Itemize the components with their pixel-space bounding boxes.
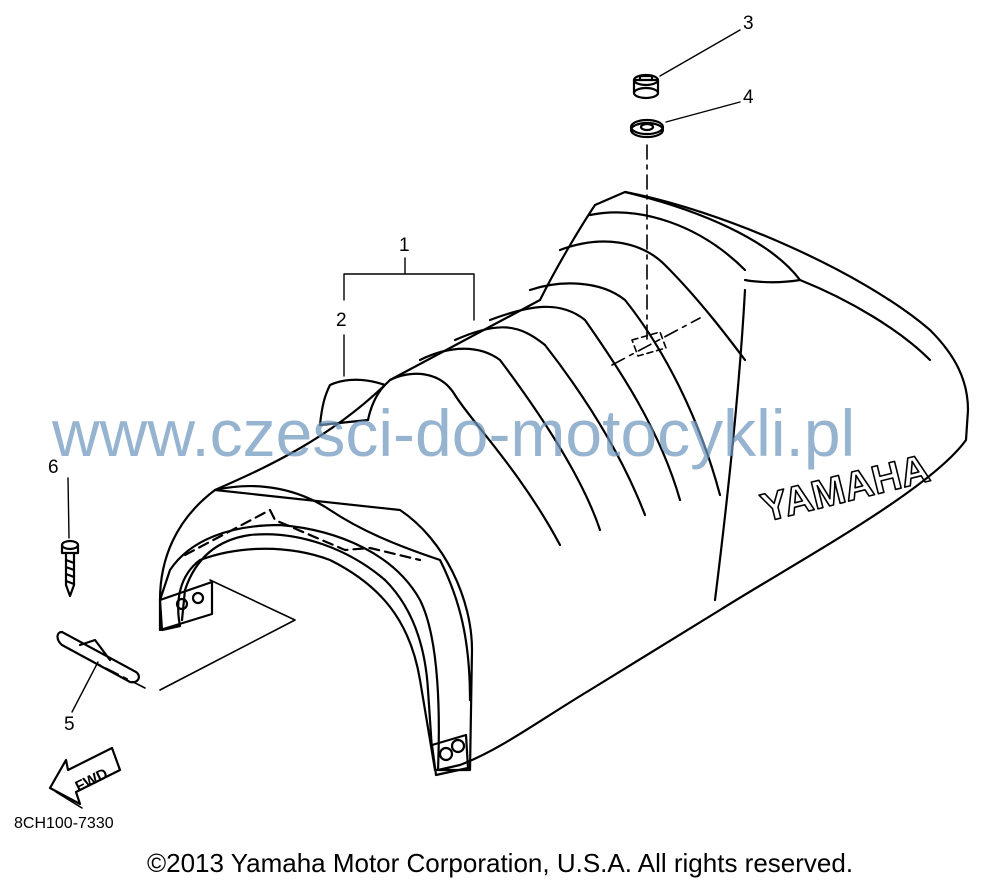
watermark: www.czesci-do-motocykli.pl <box>52 396 856 470</box>
seat-hump-top <box>623 190 802 284</box>
seat-rib <box>528 282 722 497</box>
screw-leader <box>67 477 70 539</box>
callout-1-bracket <box>343 257 475 321</box>
callout-1: 1 <box>399 235 410 256</box>
callout-4-leader <box>665 101 741 123</box>
callout-3-leader <box>659 29 741 77</box>
hidden-edge <box>183 508 422 562</box>
seat-rib <box>388 372 562 547</box>
nut-part-3 <box>632 73 660 100</box>
copyright-notice: ©2013 Yamaha Motor Corporation, U.S.A. A… <box>146 848 854 878</box>
underside-plate <box>159 579 296 691</box>
callout-4: 4 <box>743 87 754 108</box>
seat-outline <box>158 190 970 772</box>
seat-rib <box>418 347 602 532</box>
svg-text:FWD: FWD <box>73 765 111 795</box>
reference-code: 8CH100-7330 <box>14 815 114 832</box>
stud-crossline <box>611 317 701 366</box>
clip-centerline <box>89 659 146 689</box>
seat-front-pad <box>318 378 387 427</box>
seat-front-lip <box>158 484 472 702</box>
callout-2: 2 <box>336 310 347 331</box>
bracket-hole <box>191 591 205 605</box>
washer-part-4 <box>629 118 665 139</box>
seat-stud-hole <box>631 331 667 357</box>
callout-6: 6 <box>48 457 59 478</box>
seat-side-line <box>713 288 747 602</box>
screw-part-6 <box>60 539 80 598</box>
front-bracket-right <box>430 733 470 777</box>
seat-rib <box>488 305 682 502</box>
clip-part-5 <box>56 630 140 684</box>
bracket-hole <box>450 738 466 754</box>
bracket-hole <box>438 746 454 762</box>
seat-rib <box>558 240 747 362</box>
seat-rib <box>588 211 747 272</box>
seat-front-inner <box>180 533 434 752</box>
fwd-arrow-icon: FWD <box>48 746 122 809</box>
seat-side-ridge <box>798 278 932 362</box>
front-bracket-left <box>158 580 214 632</box>
clip-leader <box>71 661 99 713</box>
callout-3: 3 <box>743 13 754 34</box>
bracket-hole <box>175 597 189 611</box>
callout-5: 5 <box>64 714 75 735</box>
seat-rib <box>453 326 647 517</box>
